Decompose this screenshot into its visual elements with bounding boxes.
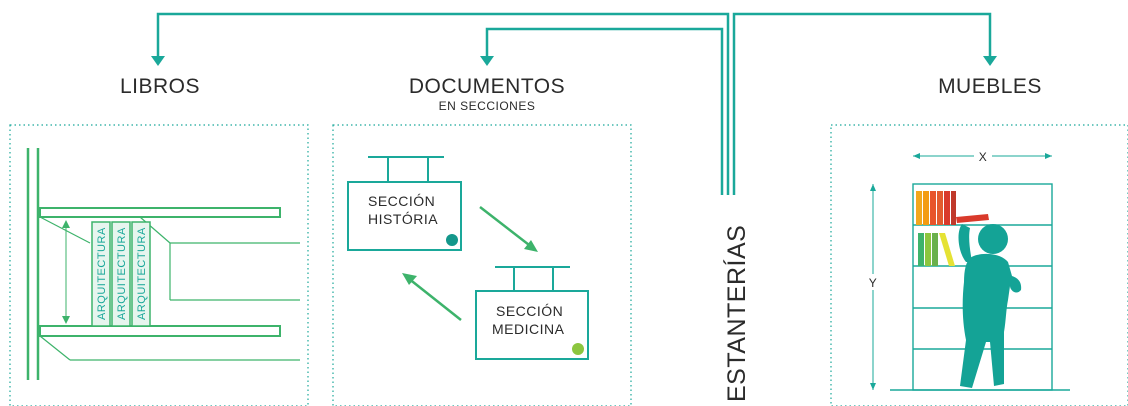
subtitle-en-secciones: EN SECCIONES	[439, 99, 536, 113]
flow-arrows	[402, 206, 538, 321]
shelf-bottom	[39, 325, 281, 337]
book-1: ARQUITECTURA	[91, 221, 111, 327]
bookshelf-illustration: ARQUITECTURA ARQUITECTURA ARQUITECTURA	[26, 148, 300, 380]
connector-to-libros	[156, 12, 730, 195]
books-top-shelf	[916, 191, 956, 225]
arrow-medicina-to-historia	[407, 277, 462, 321]
sign-historia-dot	[446, 234, 458, 246]
connector-to-muebles	[732, 12, 992, 195]
title-muebles: MUEBLES	[938, 75, 1042, 98]
panel-muebles	[830, 124, 1128, 406]
sign-medicina-line1: SECCIÓN	[496, 303, 563, 319]
child-figure	[958, 224, 1022, 388]
title-documentos: DOCUMENTOS	[409, 75, 565, 98]
book-in-hand	[956, 214, 989, 223]
label-estanterias: ESTANTERÍAS	[722, 225, 751, 402]
arrowhead-documentos	[480, 56, 494, 66]
book-1-spine-label: ARQUITECTURA	[96, 227, 108, 320]
title-libros: LIBROS	[120, 75, 200, 98]
dimension-y-label: Y	[869, 276, 878, 290]
sign-medicina-dot	[572, 343, 584, 355]
book-3-spine-label: ARQUITECTURA	[136, 227, 148, 320]
book-2: ARQUITECTURA	[111, 221, 131, 327]
sign-medicina-line2: MEDICINA	[492, 321, 565, 337]
arrowhead-muebles	[983, 56, 997, 66]
sign-historia: SECCIÓN HISTÓRIA	[347, 156, 462, 251]
connector-arrowheads	[151, 56, 997, 66]
panel-documentos	[332, 124, 632, 406]
books-second-shelf	[918, 233, 955, 266]
furniture-illustration: X Y	[866, 148, 1070, 391]
book-2-spine-label: ARQUITECTURA	[116, 227, 128, 320]
sign-historia-line2: HISTÓRIA	[368, 211, 438, 227]
book-3: ARQUITECTURA	[131, 221, 151, 327]
sign-medicina: SECCIÓN MEDICINA	[475, 266, 589, 360]
sign-historia-line1: SECCIÓN	[368, 193, 435, 209]
dimension-x-label: X	[979, 150, 988, 164]
connector-to-documentos	[485, 27, 724, 195]
shelf-top	[39, 207, 281, 218]
panel-libros	[9, 124, 309, 406]
arrowhead-libros	[151, 56, 165, 66]
connector-lines	[156, 12, 992, 195]
arrow-historia-to-medicina	[479, 206, 534, 249]
